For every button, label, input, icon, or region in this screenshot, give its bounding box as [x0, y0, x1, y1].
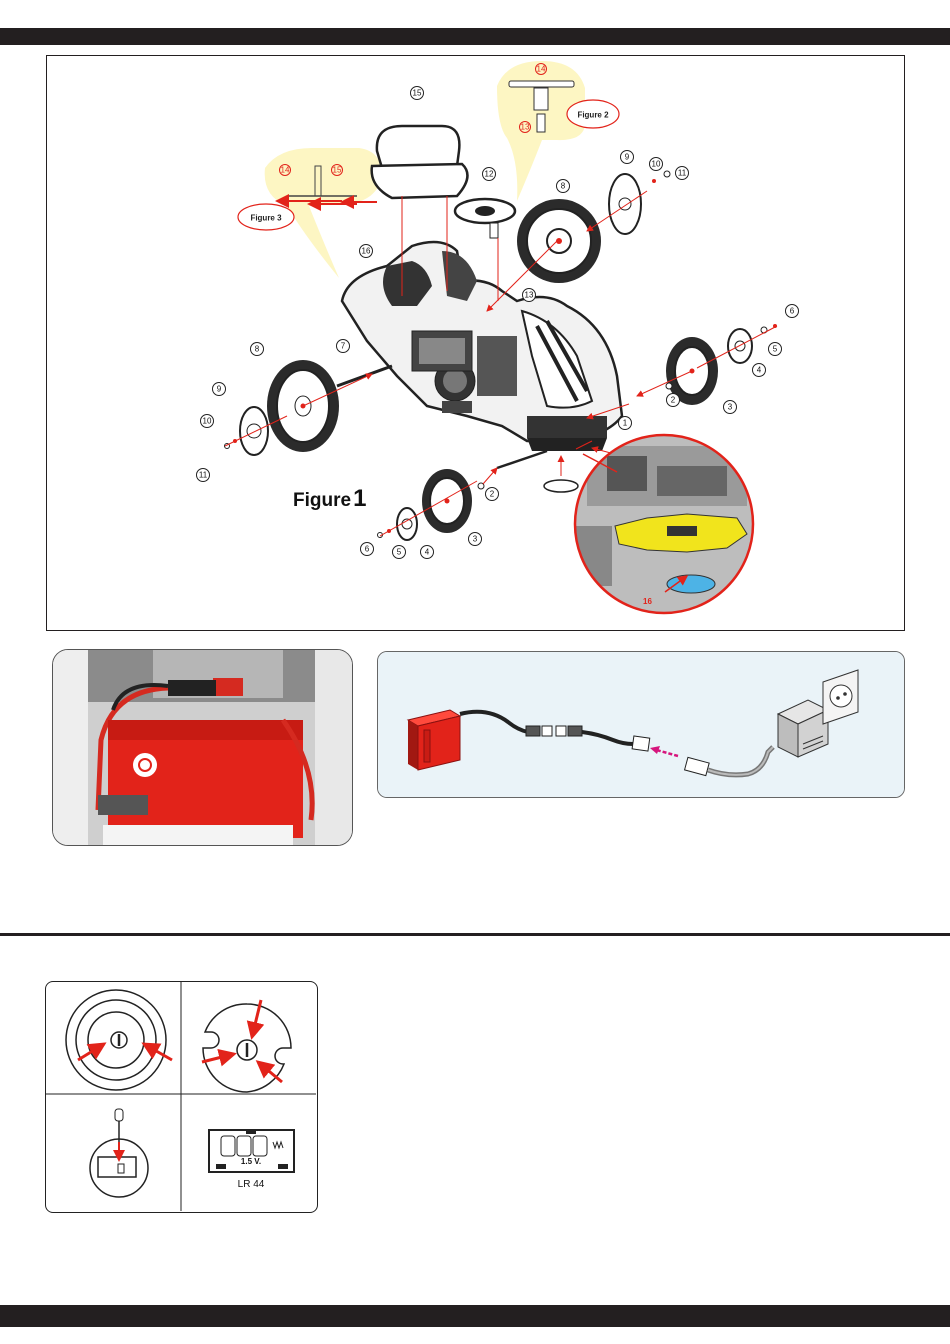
part-8-label-top: 8 — [561, 182, 566, 191]
seat — [372, 126, 468, 198]
part-11-label-top: 11 — [678, 169, 687, 178]
section-divider — [0, 933, 950, 936]
step-2-open-battery-cover — [202, 1000, 291, 1092]
part-6-label-right: 6 — [790, 307, 795, 316]
part-13-label: 13 — [525, 291, 534, 300]
battery-cover — [544, 480, 578, 492]
cell-voltage-label: 1.5 V. — [241, 1157, 261, 1166]
part-6-label-left: 6 — [365, 545, 370, 554]
cell-type-label: LR 44 — [238, 1179, 265, 1190]
figure-2-callout: Figure 2 14 13 — [497, 61, 619, 201]
top-bar — [0, 28, 950, 45]
bottom-bar — [0, 1305, 950, 1327]
part-10-label-left: 10 — [203, 417, 212, 426]
charging-connection-diagram — [377, 651, 905, 798]
part-9-label-top: 9 — [625, 153, 630, 162]
part-12-label: 12 — [485, 170, 494, 179]
fig2-part-13: 13 — [521, 123, 530, 132]
part-5-label-right: 5 — [773, 345, 778, 354]
figure-3-label: Figure 3 — [250, 214, 282, 223]
button-cell-drawing: 1.5 V. LR 44 — [46, 982, 316, 1211]
part-9-label-left: 9 — [217, 385, 222, 394]
exploded-view-drawing: Figure 3 14 15 Figure 2 14 13 — [47, 56, 903, 629]
figure-3-callout: Figure 3 14 15 — [238, 148, 382, 278]
part-15-label: 15 — [413, 89, 422, 98]
part-7-label: 7 — [341, 342, 346, 351]
part-2-label-right: 2 — [671, 396, 676, 405]
fig2-part-14: 14 — [537, 65, 546, 74]
part-2-label-left: 2 — [490, 490, 495, 499]
part-8-label-left: 8 — [255, 345, 260, 354]
part-1-label: 1 — [623, 419, 628, 428]
battery-detail-circle: 16 — [567, 431, 767, 621]
rear-wheel-right — [517, 199, 601, 283]
step-1-unscrew-cover — [66, 990, 172, 1090]
step-3-screwdriver — [90, 1109, 148, 1197]
battery-photo-drawing — [53, 650, 352, 845]
steering-wheel — [455, 199, 515, 238]
figure-2-label: Figure 2 — [577, 111, 609, 120]
step-4-lr44-cells: 1.5 V. LR 44 — [209, 1130, 294, 1190]
fig3-part-14: 14 — [281, 166, 290, 175]
wiring-drawing — [378, 652, 904, 797]
part-3-label-right: 3 — [728, 403, 733, 412]
rear-axle — [337, 366, 392, 386]
front-wheel-left — [422, 469, 484, 533]
exploded-view-figure: Figure 3 14 15 Figure 2 14 13 — [46, 55, 905, 631]
part-4-label-left: 4 — [425, 548, 430, 557]
battery-block — [408, 710, 460, 770]
front-hub-cap-left — [378, 508, 418, 540]
hub-cap-left — [225, 407, 269, 455]
part-3-label-left: 3 — [473, 535, 478, 544]
part-10-label-top: 10 — [652, 160, 661, 169]
figure-1-title: Figure1 — [293, 485, 366, 512]
part-4-label-right: 4 — [757, 366, 762, 375]
button-cell-replacement-grid: 1.5 V. LR 44 — [45, 981, 318, 1213]
part-11-label-left: 11 — [199, 471, 208, 480]
fig3-part-15: 15 — [333, 166, 342, 175]
front-axle — [497, 451, 547, 468]
hub-cap-right — [609, 171, 670, 234]
battery-compartment-photo — [52, 649, 353, 846]
detail-part-16-label: 16 — [643, 597, 652, 606]
part-16-label-top: 16 — [362, 247, 371, 256]
part-5-label-left: 5 — [397, 548, 402, 557]
